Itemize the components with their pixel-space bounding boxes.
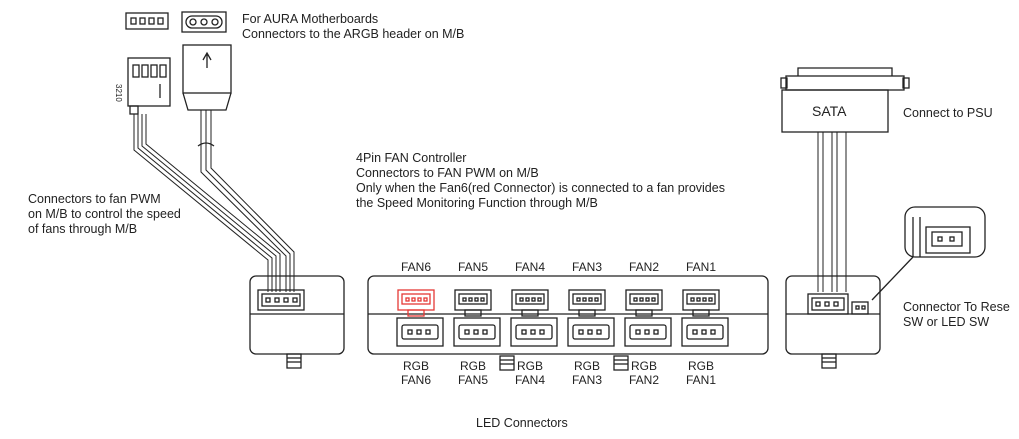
screw-mid-right	[613, 355, 629, 371]
right-hub-box	[785, 275, 881, 369]
rgb-port-fan5	[453, 317, 501, 347]
rgb-port-fan4	[510, 317, 558, 347]
aura-line2: Connectors to the ARGB header on M/B	[242, 27, 465, 41]
main-controller-box	[367, 275, 769, 355]
rgb-ports	[396, 317, 729, 347]
small-4pin-icon	[125, 12, 169, 30]
fan-pwm-line1: Connectors to fan PWM	[28, 192, 161, 206]
fan-label-fan2: FAN2	[628, 260, 659, 274]
connector-mark: 3210	[114, 84, 123, 102]
controller-line2: Connectors to FAN PWM on M/B	[356, 166, 539, 180]
fan-label-fan5: FAN5	[457, 260, 488, 274]
fan-port-fan6	[397, 289, 435, 317]
fan-label-fan6: FAN6	[400, 260, 431, 274]
sata-wires	[817, 132, 847, 292]
sata-note: Connect to PSU	[903, 106, 993, 120]
rgb-port-fan2	[624, 317, 672, 347]
fan-label-fan1: FAN1	[685, 260, 716, 274]
fan-port-fan2	[625, 289, 663, 317]
fan-label-fan4: FAN4	[514, 260, 545, 274]
reset-line1: Connector To Rese	[903, 300, 1010, 314]
controller-title: 4Pin FAN Controller	[356, 151, 467, 165]
led-connectors-label: LED Connectors	[476, 416, 568, 430]
sata-connector	[780, 67, 910, 133]
fan-pwm-line2: on M/B to control the speed	[28, 207, 181, 221]
rgb-port-fan6	[396, 317, 444, 347]
controller-line3: Only when the Fan6(red Connector) is con…	[356, 181, 725, 195]
fan-port-fan4	[511, 289, 549, 317]
aura-line1: For AURA Motherboards	[242, 12, 379, 26]
fan-port-fan5	[454, 289, 492, 317]
fan-label-fan3: FAN3	[571, 260, 602, 274]
controller-line4: the Speed Monitoring Function through M/…	[356, 196, 598, 210]
argb-wires	[200, 110, 295, 292]
fan-port-fan3	[568, 289, 606, 317]
screw-mid-left	[499, 355, 515, 371]
pwm-plug	[127, 57, 171, 115]
small-argb-icon	[181, 11, 227, 33]
reset-zoom-inset	[871, 206, 986, 301]
rgb-port-fan1	[681, 317, 729, 347]
sata-label: SATA	[812, 103, 847, 119]
left-hub-box	[249, 275, 345, 369]
reset-line2: SW or LED SW	[903, 315, 990, 329]
fan-port-fan1	[682, 289, 720, 317]
fan-pwm-line3: of fans through M/B	[28, 222, 138, 236]
rgb-port-fan3	[567, 317, 615, 347]
argb-plug	[182, 44, 232, 111]
fan-ports	[397, 289, 720, 317]
